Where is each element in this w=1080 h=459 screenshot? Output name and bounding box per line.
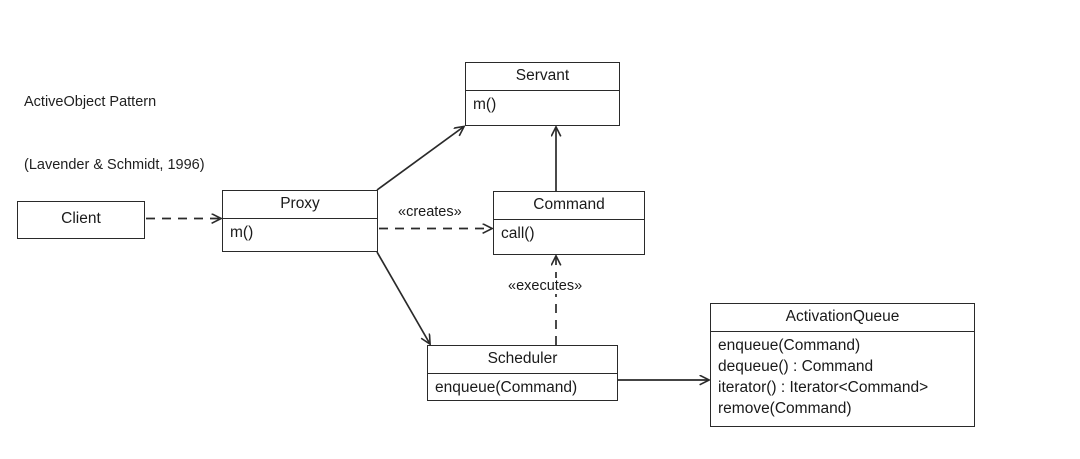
- class-name-command: Command: [533, 196, 605, 213]
- class-member: iterator() : Iterator<Command>: [718, 379, 929, 396]
- class-member: remove(Command): [718, 400, 852, 417]
- class-name-client: Client: [61, 210, 101, 227]
- class-members-activationqueue: enqueue(Command) dequeue() : Command ite…: [711, 331, 974, 423]
- diagram-title-line-1: ActiveObject Pattern: [24, 94, 157, 110]
- class-member: enqueue(Command): [718, 337, 861, 354]
- class-box-command[interactable]: Command call(): [493, 191, 645, 255]
- class-members-proxy: m(): [223, 218, 377, 247]
- class-name-activationqueue: ActivationQueue: [785, 308, 900, 325]
- diagram-title: ActiveObject Pattern (Lavender & Schmidt…: [24, 50, 205, 197]
- diagram-title-line-2: (Lavender & Schmidt, 1996): [24, 157, 205, 173]
- edge-proxy-to-scheduler: [376, 251, 430, 344]
- class-name-proxy: Proxy: [280, 195, 320, 212]
- class-member: call(): [501, 225, 535, 242]
- edge-label-creates: «creates»: [396, 204, 464, 220]
- class-box-scheduler[interactable]: Scheduler enqueue(Command): [427, 345, 618, 401]
- class-name-servant: Servant: [515, 67, 570, 84]
- class-box-servant[interactable]: Servant m(): [465, 62, 620, 126]
- class-box-proxy[interactable]: Proxy m(): [222, 190, 378, 252]
- class-members-servant: m(): [466, 90, 619, 119]
- class-members-scheduler: enqueue(Command): [428, 373, 617, 402]
- edge-proxy-to-servant: [376, 127, 464, 191]
- class-box-client[interactable]: Client: [17, 201, 145, 239]
- class-member: m(): [230, 224, 254, 241]
- class-members-command: call(): [494, 219, 644, 248]
- class-box-activationqueue[interactable]: ActivationQueue enqueue(Command) dequeue…: [710, 303, 975, 427]
- edge-label-executes: «executes»: [506, 278, 585, 294]
- class-member: m(): [473, 96, 497, 113]
- class-member: dequeue() : Command: [718, 358, 874, 375]
- class-member: enqueue(Command): [435, 379, 578, 396]
- class-name-scheduler: Scheduler: [487, 350, 558, 367]
